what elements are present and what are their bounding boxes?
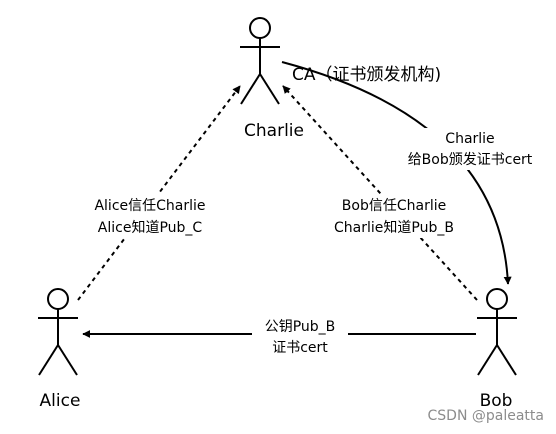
alice-name: Alice: [40, 391, 81, 411]
edge-charlie-bob: [281, 61, 512, 285]
bob-actor: [477, 288, 517, 376]
alice-head: [47, 288, 69, 310]
charlie-left-leg: [240, 73, 261, 105]
bob-right-leg: [496, 344, 517, 376]
alice-left-leg: [38, 344, 59, 376]
charlie-bob-label-line1: Charlie: [445, 131, 494, 147]
bob-head: [486, 288, 508, 310]
label-bg-bob-alice: [252, 317, 348, 357]
bob-charlie-label-line2: Charlie知道Pub_B: [334, 219, 454, 236]
bob-alice-label-line2: 证书cert: [272, 340, 328, 356]
alice-charlie-label-line1: Alice信任Charlie: [94, 198, 205, 214]
alice-actor: [38, 288, 78, 376]
label-bg-bob-charlie: [322, 194, 466, 238]
bob-left-leg: [477, 344, 498, 376]
edge-alice-charlie: [77, 85, 241, 301]
alice-right-leg: [57, 344, 78, 376]
edge-bob-charlie: [282, 85, 478, 301]
bob-name: Bob: [480, 391, 513, 411]
label-bg-alice-charlie: [86, 194, 214, 238]
bob-alice-label-line1: 公钥Pub_B: [265, 319, 336, 335]
charlie-role-label: CA（证书颁发机构): [292, 65, 441, 85]
charlie-actor: [240, 17, 280, 105]
bob-charlie-label-line1: Bob信任Charlie: [342, 198, 446, 214]
charlie-right-leg: [259, 73, 280, 105]
charlie-name: Charlie: [244, 121, 304, 141]
label-bg-charlie-bob: [394, 128, 546, 170]
charlie-head: [249, 17, 271, 39]
charlie-bob-label-line2: 给Bob颁发证书cert: [408, 152, 533, 168]
alice-charlie-label-line2: Alice知道Pub_C: [98, 219, 203, 236]
watermark: CSDN @paleatta: [428, 408, 544, 424]
